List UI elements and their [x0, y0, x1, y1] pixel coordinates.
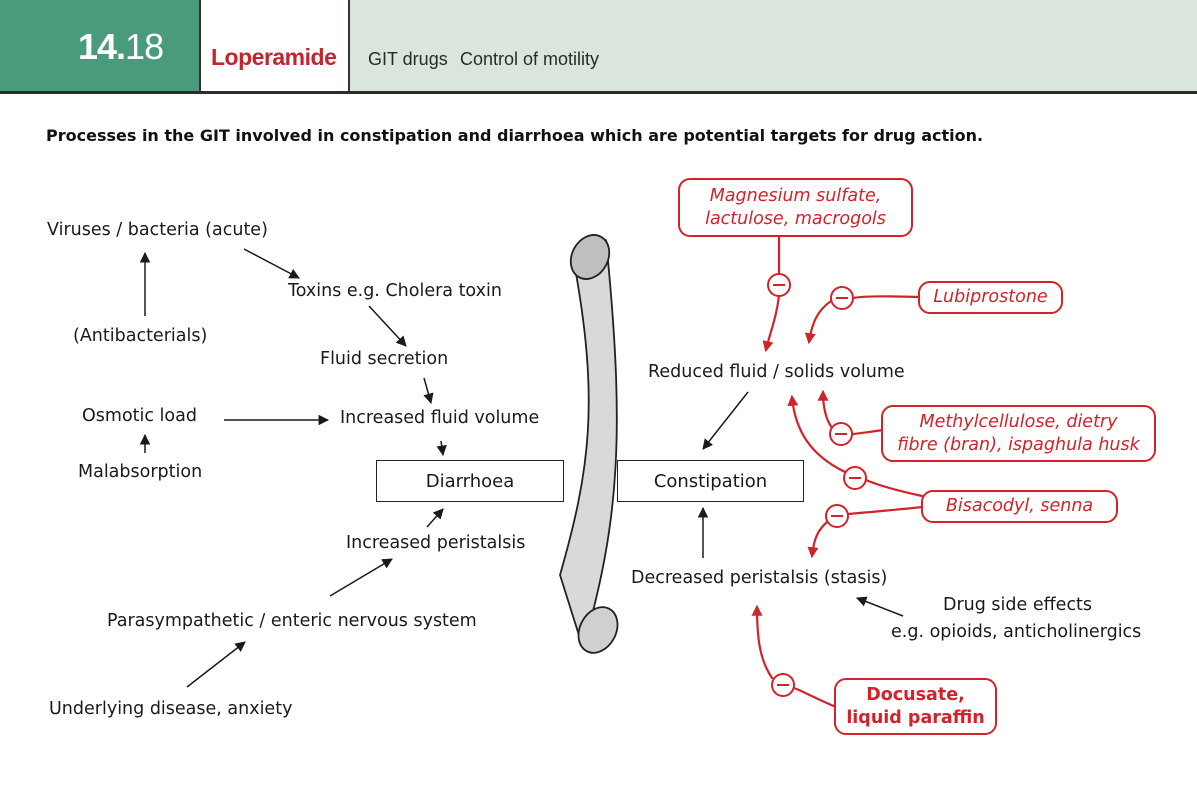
arrow-reduced-fluid-to-constipation [702, 391, 749, 450]
minus-circle-icon [829, 422, 853, 446]
arrow-viruses-to-toxins [243, 248, 300, 279]
node-antibacterials: (Antibacterials) [73, 326, 208, 346]
page-title-cell: Loperamide [199, 0, 350, 93]
inhibit-path-methylcellulose [823, 392, 886, 436]
inhibit-path-lubiprostone [809, 295, 920, 342]
inhibit-path-bisacodyl-lower [812, 505, 924, 556]
node-osmotic-load: Osmotic load [82, 406, 197, 426]
node-drug-side-effects: Drug side effects [943, 595, 1093, 615]
drug-box-docusate: Docusate, liquid paraffin [834, 678, 997, 735]
intestine-tube-icon [559, 234, 619, 654]
node-underlying-disease: Underlying disease, anxiety [49, 699, 293, 719]
arrow-fluid-secretion-to-fluid-volume [423, 377, 434, 405]
diagram-caption: Processes in the GIT involved in constip… [46, 126, 984, 145]
page-title: Loperamide [211, 44, 337, 70]
node-increased-peristalsis: Increased peristalsis [346, 533, 526, 553]
breadcrumb-item-control-of-motility: Control of motility [460, 49, 600, 69]
drug-label-line: liquid paraffin [846, 707, 985, 728]
section-major: 14. [78, 26, 126, 67]
drug-label-line: Magnesium sulfate, [709, 185, 882, 206]
inhibit-path-bisacodyl-upper [792, 397, 924, 498]
drug-label-line: Bisacodyl, senna [945, 496, 1094, 517]
minus-circle-icon [825, 504, 849, 528]
header-bar: 14.18 Loperamide GIT drugs Control of mo… [0, 0, 1197, 94]
node-fluid-secretion: Fluid secretion [320, 349, 449, 369]
drug-label-line: lactulose, macrogols [705, 208, 886, 229]
arrow-disease-to-nervous-system [186, 641, 246, 688]
node-drug-side-effects-examples: e.g. opioids, anticholinergics [891, 622, 1142, 642]
node-decreased-peristalsis: Decreased peristalsis (stasis) [631, 568, 888, 588]
drug-label-line: Methylcellulose, dietry [919, 411, 1118, 432]
drug-box-lubiprostone: Lubiprostone [918, 281, 1063, 314]
minus-circle-icon [771, 673, 795, 697]
minus-circle-icon [843, 466, 867, 490]
drug-box-magnesium-sulfate: Magnesium sulfate, lactulose, macrogols [678, 178, 913, 237]
node-malabsorption: Malabsorption [78, 462, 203, 482]
section-minor: 18 [125, 26, 164, 67]
arrow-side-effects-to-decreased-peristalsis [856, 596, 904, 617]
arrow-toxins-to-fluid-secretion [368, 305, 407, 347]
breadcrumb-item-git-drugs: GIT drugs [368, 49, 448, 69]
section-number: 14.18 [0, 0, 199, 93]
arrow-nervous-system-to-peristalsis [329, 558, 393, 597]
drug-box-methylcellulose: Methylcellulose, dietry fibre (bran), is… [881, 405, 1156, 462]
drug-label-line: fibre (bran), ispaghula husk [897, 434, 1140, 455]
node-viruses-bacteria: Viruses / bacteria (acute) [47, 220, 268, 240]
node-parasympathetic: Parasympathetic / enteric nervous system [107, 611, 477, 631]
minus-circle-icon [767, 273, 791, 297]
minus-circle-icon [830, 286, 854, 310]
arrow-fluid-volume-to-diarrhoea [436, 440, 447, 457]
inhibit-path-docusate [757, 607, 838, 709]
header-rule [0, 91, 1197, 94]
node-constipation: Constipation [617, 460, 804, 502]
node-increased-fluid-volume: Increased fluid volume [340, 408, 540, 428]
node-toxins: Toxins e.g. Cholera toxin [288, 281, 502, 301]
arrow-peristalsis-to-diarrhoea [426, 508, 444, 528]
drug-label-line: Docusate, [866, 684, 965, 705]
node-reduced-fluid-volume: Reduced fluid / solids volume [648, 362, 905, 382]
node-diarrhoea: Diarrhoea [376, 460, 564, 502]
drug-label-line: Lubiprostone [933, 287, 1048, 308]
drug-box-bisacodyl-senna: Bisacodyl, senna [921, 490, 1118, 523]
breadcrumb: GIT drugs Control of motility [350, 0, 1197, 93]
